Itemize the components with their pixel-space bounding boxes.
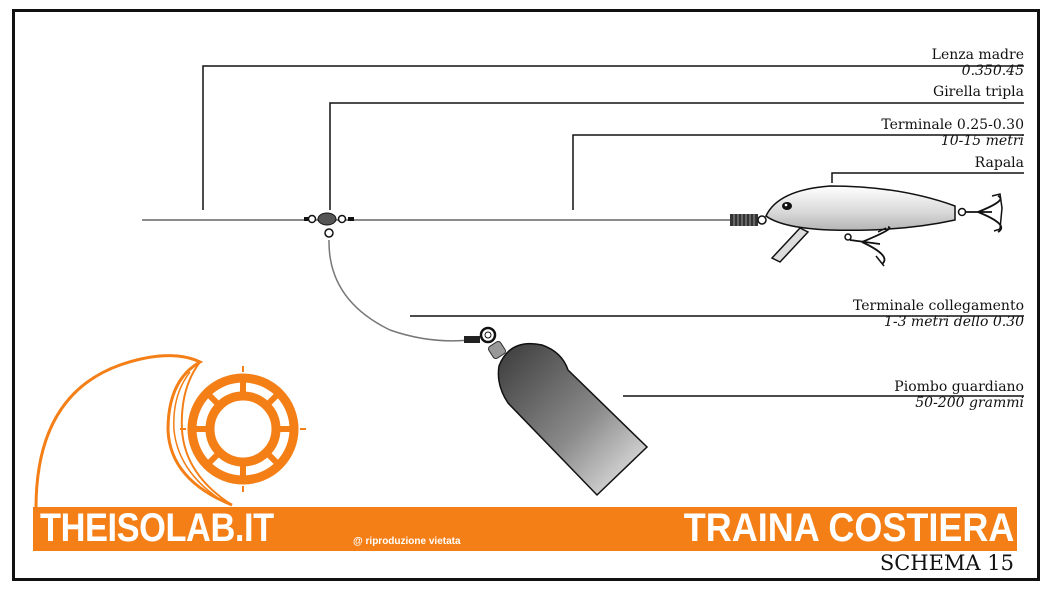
copyright-note: @ riproduzione vietata (353, 536, 461, 547)
label-terminale-collegamento: Terminale collegamento 1-3 metri dello 0… (853, 298, 1024, 330)
terminale-value: 10-15 metri (940, 133, 1024, 149)
terminale-name: Terminale 0.25-0.30 (881, 117, 1024, 133)
diagram-frame (12, 9, 1040, 581)
logo-emblem (34, 354, 306, 509)
scheme-number: SCHEMA 15 (879, 551, 1014, 575)
piombo-value: 50-200 grammi (915, 395, 1024, 411)
label-terminale: Terminale 0.25-0.30 10-15 metri (881, 117, 1024, 149)
triple-swivel (304, 212, 354, 238)
lenza-madre-value: 0.350.45 (961, 63, 1024, 79)
label-rapala: Rapala (975, 155, 1024, 171)
label-piombo-guardiano: Piombo guardiano 50-200 grammi (894, 379, 1024, 411)
footer-banner (33, 507, 1017, 551)
lenza-madre-name: Lenza madre (931, 47, 1024, 63)
label-girella-tripla: Girella tripla (933, 84, 1024, 100)
piombo-name: Piombo guardiano (894, 379, 1024, 395)
rapala-lure (730, 185, 1003, 267)
connection-line (328, 239, 471, 342)
leader-lines (202, 65, 1024, 397)
diagram-title: TRAINA COSTIERA (683, 506, 1014, 550)
girella-name: Girella tripla (933, 84, 1024, 100)
rapala-name: Rapala (974, 155, 1024, 171)
brand-name: THEISOLAB.IT (40, 506, 274, 550)
label-lenza-madre: Lenza madre 0.350.45 (932, 47, 1024, 79)
sinker (464, 326, 649, 497)
collegamento-name: Terminale collegamento (852, 298, 1024, 314)
collegamento-value: 1-3 metri dello 0.30 (883, 314, 1024, 330)
